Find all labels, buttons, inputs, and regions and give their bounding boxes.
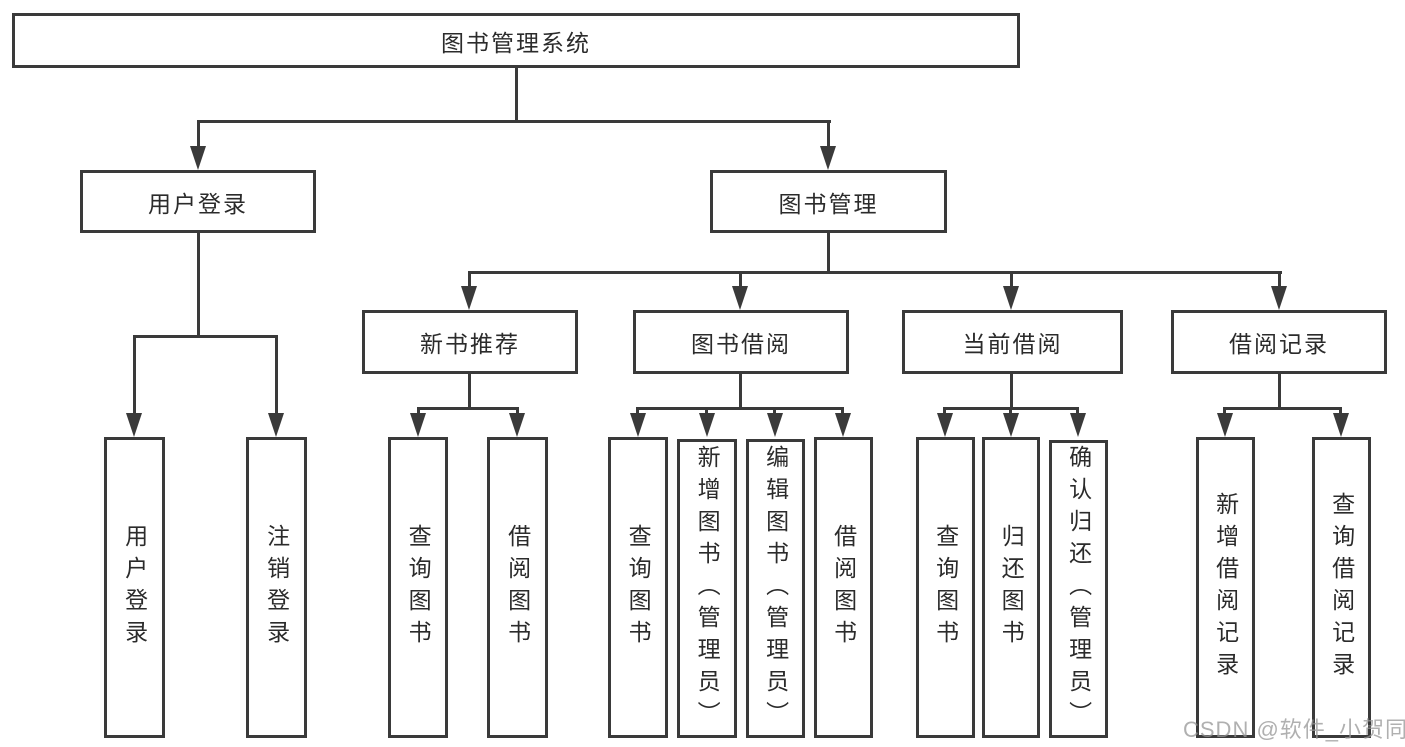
connector-line [468, 374, 471, 410]
node-query-books-recommend: 查询图书 [388, 437, 448, 738]
connector-line [841, 407, 844, 416]
node-query-books-current: 查询图书 [916, 437, 975, 738]
arrow-down-icon [1271, 286, 1287, 310]
node-label: 新增借阅记录 [1212, 491, 1239, 684]
connector-line [637, 407, 844, 410]
arrow-down-icon [268, 413, 284, 437]
connector-line [1278, 271, 1281, 288]
node-label: 查询借阅记录 [1328, 491, 1355, 684]
node-label: 注销登录 [263, 523, 290, 652]
node-user-login: 用户登录 [104, 437, 165, 738]
arrow-down-icon [1070, 413, 1086, 437]
csdn-watermark: CSDN @软件_小贺同学 [1183, 717, 1405, 742]
node-current-borrow: 当前借阅 [902, 310, 1123, 374]
connector-line [197, 120, 831, 123]
node-book-borrow: 图书借阅 [633, 310, 849, 374]
connector-line [516, 407, 519, 416]
node-label: 确认归还（管理员） [1065, 445, 1092, 733]
arrow-down-icon [1333, 413, 1349, 437]
node-edit-books-admin: 编辑图书（管理员） [746, 439, 805, 738]
arrow-down-icon [835, 413, 851, 437]
node-library-management-system: 图书管理系统 [12, 13, 1020, 68]
node-label: 用户登录 [121, 523, 148, 652]
arrow-down-icon [126, 413, 142, 437]
connector-line [943, 407, 946, 416]
connector-line [1009, 407, 1012, 416]
connector-line [468, 271, 1282, 274]
connector-line [133, 335, 136, 415]
node-borrow-books-recommend: 借阅图书 [487, 437, 548, 738]
node-user-login-group: 用户登录 [80, 170, 316, 233]
connector-line [1076, 407, 1079, 416]
connector-line [515, 68, 518, 122]
node-book-management: 图书管理 [710, 170, 947, 233]
connector-line [417, 407, 519, 410]
connector-line [1278, 374, 1281, 410]
arrow-down-icon [461, 286, 477, 310]
node-label: 借阅图书 [504, 523, 531, 652]
node-confirm-return-admin: 确认归还（管理员） [1049, 440, 1108, 738]
connector-line [739, 374, 742, 410]
node-label: 归还图书 [998, 523, 1025, 652]
node-label: 图书管理系统 [441, 29, 591, 56]
connector-line [197, 233, 200, 337]
arrow-down-icon [1003, 413, 1019, 437]
connector-line [1010, 271, 1013, 288]
node-label: 查询图书 [405, 523, 432, 652]
arrow-down-icon [410, 413, 426, 437]
connector-line [133, 335, 278, 338]
node-label: 借阅记录 [1229, 331, 1329, 357]
node-add-books-admin: 新增图书（管理员） [677, 439, 737, 738]
arrow-down-icon [820, 146, 836, 170]
node-label: 用户登录 [148, 190, 248, 217]
node-label: 借阅图书 [830, 523, 857, 652]
arrow-down-icon [1003, 286, 1019, 310]
node-label: 图书借阅 [691, 331, 791, 357]
arrow-down-icon [509, 413, 525, 437]
arrow-down-icon [1217, 413, 1233, 437]
connector-line [1224, 407, 1342, 410]
arrow-down-icon [937, 413, 953, 437]
connector-line [636, 407, 639, 416]
arrow-down-icon [630, 413, 646, 437]
connector-line [1223, 407, 1226, 416]
node-query-books-borrow: 查询图书 [608, 437, 668, 738]
node-logout: 注销登录 [246, 437, 307, 738]
node-label: 查询图书 [932, 523, 959, 652]
node-return-books: 归还图书 [982, 437, 1040, 738]
node-add-borrow-record: 新增借阅记录 [1196, 437, 1255, 738]
connector-line [468, 271, 471, 288]
node-borrow-records: 借阅记录 [1171, 310, 1387, 374]
connector-line [705, 407, 708, 416]
node-new-book-recommend: 新书推荐 [362, 310, 578, 374]
arrow-down-icon [699, 413, 715, 437]
node-label: 图书管理 [778, 190, 879, 217]
connector-line [827, 233, 830, 274]
connector-line [417, 407, 420, 416]
arrow-down-icon [190, 146, 206, 170]
connector-line [197, 120, 200, 148]
node-label: 编辑图书（管理员） [762, 444, 789, 733]
node-query-borrow-record: 查询借阅记录 [1312, 437, 1371, 738]
connector-line [1010, 374, 1013, 410]
connector-line [827, 120, 830, 148]
node-label: 当前借阅 [962, 331, 1063, 357]
connector-line [773, 407, 776, 416]
node-label: 查询图书 [625, 523, 652, 652]
connector-line [739, 271, 742, 288]
connector-line [275, 335, 278, 415]
arrow-down-icon [767, 413, 783, 437]
arrow-down-icon [732, 286, 748, 310]
connector-line [1339, 407, 1342, 416]
node-label: 新增图书（管理员） [694, 444, 721, 733]
node-label: 新书推荐 [420, 331, 520, 357]
node-borrow-books: 借阅图书 [814, 437, 873, 738]
